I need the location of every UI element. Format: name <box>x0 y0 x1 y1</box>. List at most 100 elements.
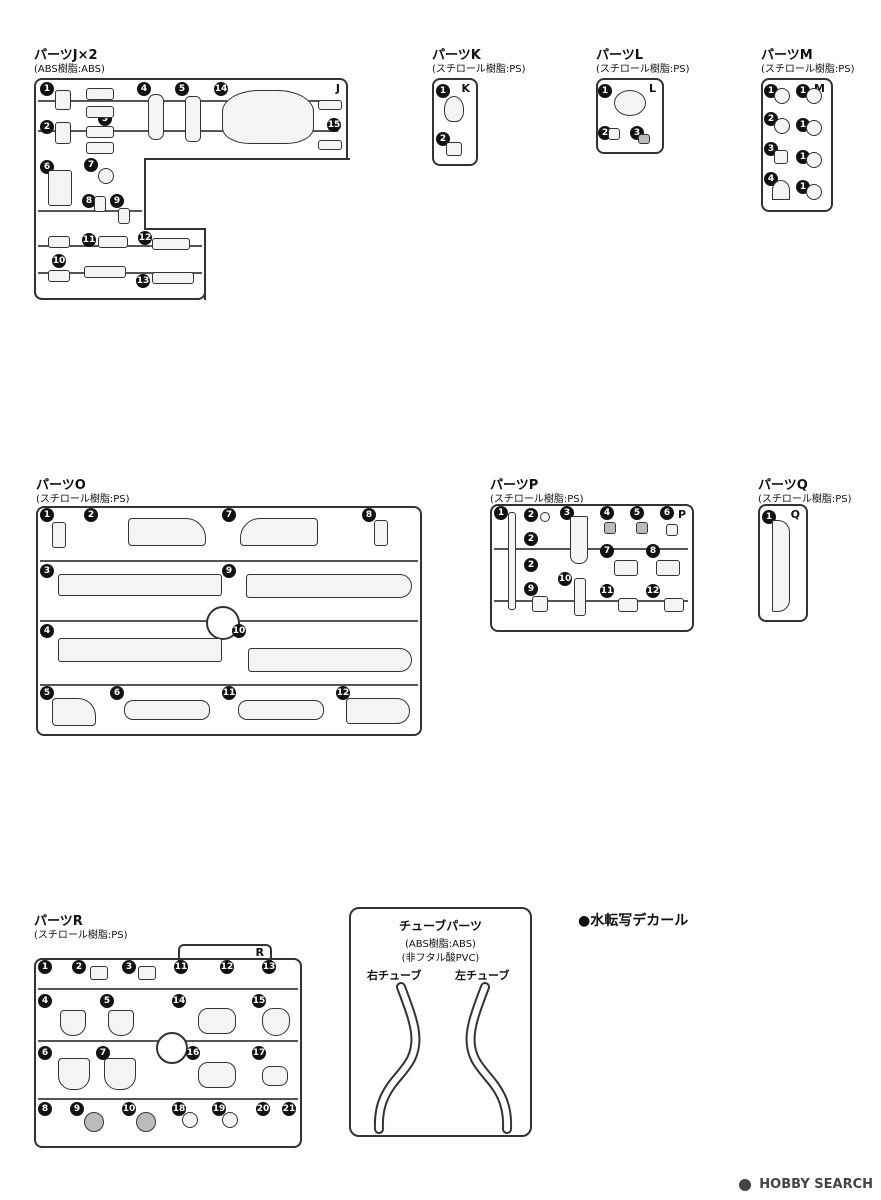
part-number-badge: 4 <box>40 624 54 638</box>
runner-m-tag: M <box>814 82 825 95</box>
part-m4 <box>772 180 790 200</box>
runner-j-lower-right <box>144 228 206 230</box>
part-p4 <box>604 522 616 534</box>
part-m3 <box>774 150 788 164</box>
part-number-badge: 8 <box>82 194 96 208</box>
part-number-badge: 13 <box>262 960 276 974</box>
part-number-badge: 4 <box>137 82 151 96</box>
part-r3 <box>138 966 156 980</box>
runner-k: K <box>432 78 478 166</box>
part-number-badge: 8 <box>646 544 660 558</box>
part-p11 <box>618 598 638 612</box>
section-r-material: (スチロール樹脂:PS) <box>34 930 128 941</box>
runner-j-inner-edge <box>144 158 350 160</box>
part-m1b <box>806 88 822 104</box>
section-k-material: (スチロール樹脂:PS) <box>432 64 526 75</box>
part-number-badge: 15 <box>327 118 341 132</box>
part-number-badge: 5 <box>630 506 644 520</box>
part-number-badge: 20 <box>256 1102 270 1116</box>
part-number-badge: 7 <box>222 508 236 522</box>
part-j13b <box>152 272 194 284</box>
part-number-badge: 2 <box>72 960 86 974</box>
part-number-badge: 10 <box>558 572 572 586</box>
part-number-badge: 15 <box>252 994 266 1008</box>
part-number-badge: 9 <box>222 564 236 578</box>
part-j6 <box>48 170 72 206</box>
section-l-title: パーツL <box>596 48 644 63</box>
part-number-badge: 14 <box>214 82 228 96</box>
part-p5 <box>636 522 648 534</box>
tube-parts-material-pvc: (非フタル酸PVC) <box>401 953 480 964</box>
part-j5 <box>185 96 201 142</box>
part-number-badge: 1 <box>598 84 612 98</box>
part-number-badge: 11 <box>174 960 188 974</box>
part-number-badge: 18 <box>172 1102 186 1116</box>
part-number-badge: 5 <box>40 686 54 700</box>
part-p6 <box>666 524 678 536</box>
section-o-title: パーツO <box>36 478 86 493</box>
part-j10b <box>48 270 70 282</box>
section-j-material: (ABS樹脂:ABS) <box>34 64 105 75</box>
runner-j-lower-right-v <box>204 228 206 300</box>
section-q-material: (スチロール樹脂:PS) <box>758 494 852 505</box>
part-j15a <box>318 100 342 110</box>
runner-j-inner-edge-v <box>144 158 146 230</box>
part-r-ring <box>156 1032 188 1064</box>
logo-icon <box>738 1178 751 1191</box>
part-r16 <box>198 1062 236 1088</box>
part-o12 <box>346 698 410 724</box>
part-number-badge: 1 <box>38 960 52 974</box>
part-number-badge: 6 <box>38 1046 52 1060</box>
part-number-badge: 3 <box>122 960 136 974</box>
sprue <box>40 560 418 562</box>
part-number-badge: 12 <box>220 960 234 974</box>
section-q-title: パーツQ <box>758 478 808 493</box>
part-r2 <box>90 966 108 980</box>
sprue <box>40 684 418 686</box>
part-number-badge: 12 <box>138 231 152 245</box>
runner-o <box>36 506 422 736</box>
part-o1 <box>52 522 66 548</box>
sprue <box>494 548 688 550</box>
section-p-material: (スチロール樹脂:PS) <box>490 494 584 505</box>
part-number-badge: 6 <box>110 686 124 700</box>
part-r9 <box>84 1112 104 1132</box>
section-j-title: パーツJ×2 <box>34 48 98 63</box>
section-p-title: パーツP <box>490 478 539 493</box>
part-number-badge: 4 <box>38 994 52 1008</box>
part-j12 <box>152 238 190 250</box>
part-j3d <box>86 142 114 154</box>
runner-r-header: R <box>178 944 272 962</box>
part-number-badge: 11 <box>222 686 236 700</box>
part-number-badge: 9 <box>110 194 124 208</box>
part-j3b <box>86 106 114 118</box>
part-p3 <box>570 516 588 564</box>
part-o10 <box>248 648 412 672</box>
runner-l: L <box>596 78 664 154</box>
part-number-badge: 6 <box>660 506 674 520</box>
sprue <box>38 210 142 212</box>
part-k1 <box>444 96 464 122</box>
part-j9 <box>118 208 130 224</box>
part-r18 <box>182 1112 198 1128</box>
part-o9 <box>246 574 412 598</box>
part-r6 <box>58 1058 90 1090</box>
part-p1 <box>508 512 516 610</box>
left-tube-inner <box>467 984 511 1132</box>
decal-title: ●水転写デカール <box>578 913 689 929</box>
part-j4 <box>148 94 164 140</box>
part-number-badge: 2 <box>524 508 538 522</box>
part-p10 <box>574 578 586 616</box>
runner-m: M <box>761 78 833 212</box>
part-j10 <box>48 236 70 248</box>
part-number-badge: 8 <box>362 508 376 522</box>
tube-parts-title: チューブパーツ <box>398 919 483 933</box>
runner-r-tag: R <box>255 946 264 959</box>
tube-parts-material-abs: (ABS樹脂:ABS) <box>405 939 476 950</box>
right-tube-inner <box>375 984 419 1132</box>
part-m2 <box>774 118 790 134</box>
part-number-badge: 13 <box>136 274 150 288</box>
part-number-badge: 21 <box>282 1102 296 1116</box>
part-number-badge: 10 <box>52 254 66 268</box>
part-number-badge: 5 <box>175 82 189 96</box>
